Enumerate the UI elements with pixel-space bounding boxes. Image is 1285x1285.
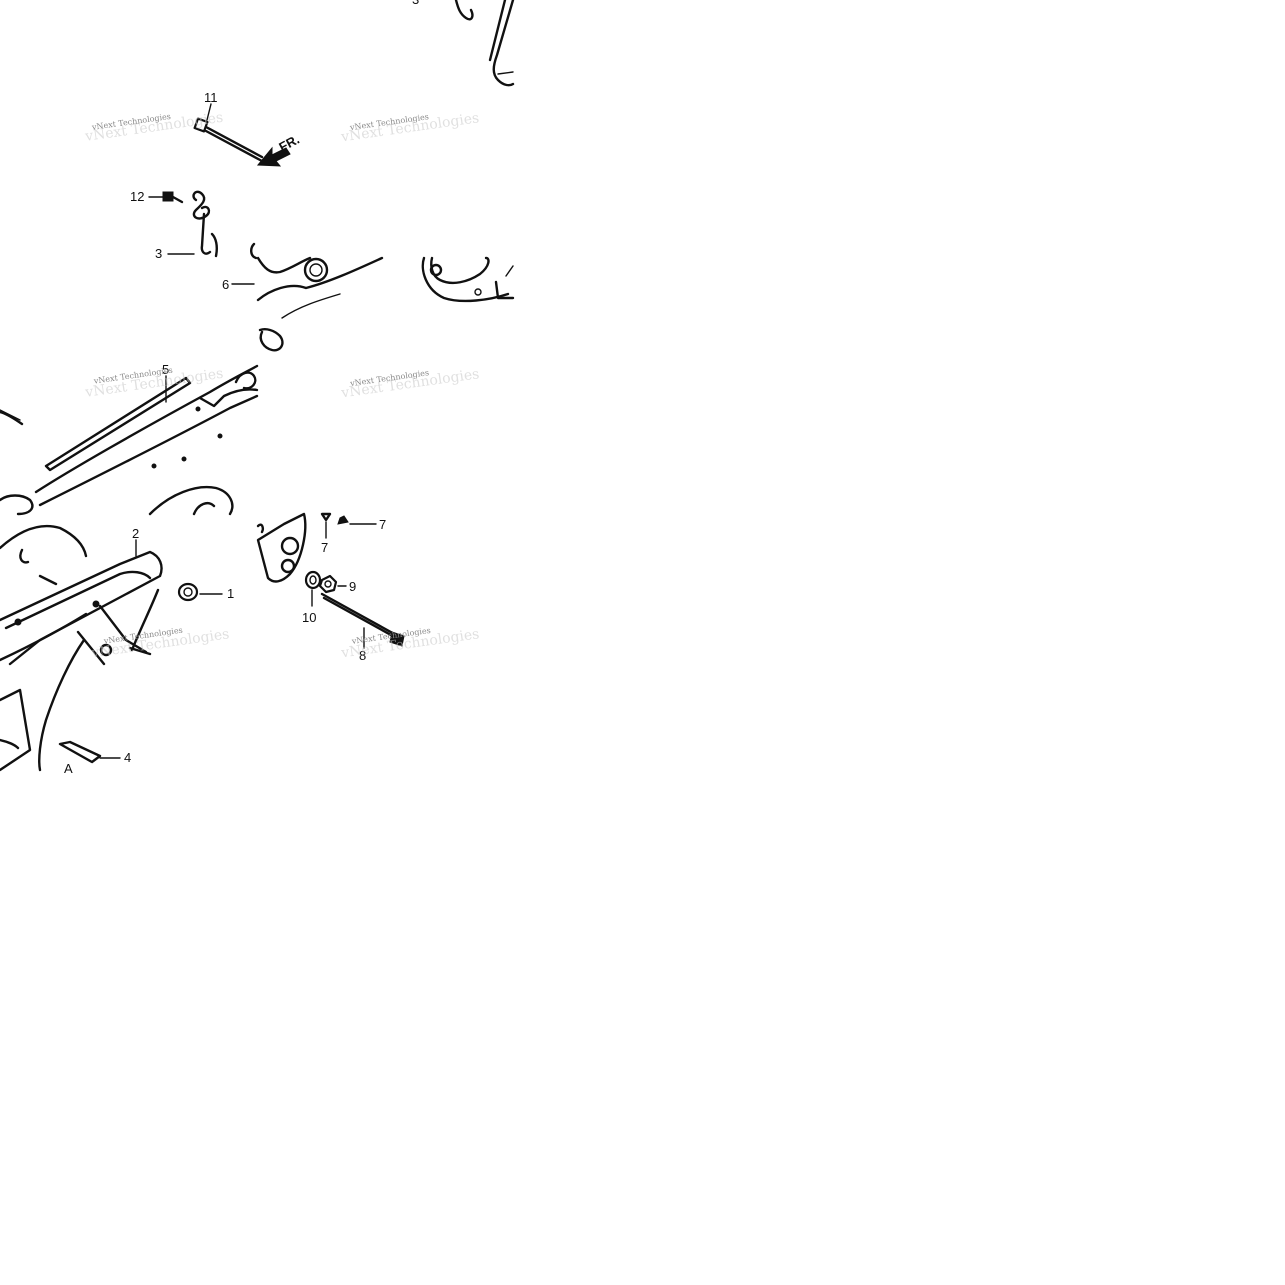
callout-1: 1 bbox=[227, 586, 234, 601]
part-3-spring bbox=[167, 190, 218, 258]
corner-label-a: A bbox=[64, 761, 73, 776]
callout-4: 4 bbox=[124, 750, 131, 765]
callout-3-top: 3 bbox=[412, 0, 419, 7]
seat-bracket-top bbox=[454, 0, 515, 87]
callout-9: 9 bbox=[349, 579, 356, 594]
callout-8: 8 bbox=[359, 648, 366, 663]
callout-7-bottom: 7 bbox=[321, 540, 328, 555]
part-9-nut bbox=[318, 574, 347, 594]
callout-2: 2 bbox=[132, 526, 139, 541]
watermark-6: vNext Technologies vNext Technologies bbox=[339, 626, 480, 662]
housing-right-portion bbox=[421, 256, 515, 303]
callout-5: 5 bbox=[162, 362, 169, 377]
part-7-pin bbox=[320, 512, 332, 539]
mounting-bracket bbox=[256, 512, 307, 583]
part-4-plate bbox=[0, 738, 121, 764]
callout-11: 11 bbox=[204, 90, 218, 105]
callout-7: 7 bbox=[379, 517, 386, 532]
front-arrow-icon bbox=[256, 146, 291, 167]
part-6-housing bbox=[231, 242, 384, 352]
watermark-1: vNext Technologies vNext Technologies bbox=[83, 110, 224, 145]
watermark-2: vNext Technologies vNext Technologies bbox=[339, 110, 480, 145]
part-12-bolt bbox=[148, 191, 184, 204]
callout-10: 10 bbox=[302, 610, 316, 625]
callout-12: 12 bbox=[130, 189, 144, 204]
part-7-rivet bbox=[337, 515, 377, 525]
callout-6: 6 bbox=[222, 277, 229, 292]
part-1-bushing bbox=[177, 582, 223, 602]
part-8-bolt bbox=[320, 592, 405, 649]
part-10-washer bbox=[304, 570, 322, 607]
rear-frame-body bbox=[0, 364, 259, 516]
watermark-5: vNext Technologies vNext Technologies bbox=[89, 626, 230, 662]
part-5-strip bbox=[44, 375, 192, 472]
part-2-frame bbox=[0, 524, 163, 772]
watermark-4: vNext Technologies vNext Technologies bbox=[339, 366, 480, 401]
part-11-bolt bbox=[193, 103, 264, 163]
callout-3: 3 bbox=[155, 246, 162, 261]
